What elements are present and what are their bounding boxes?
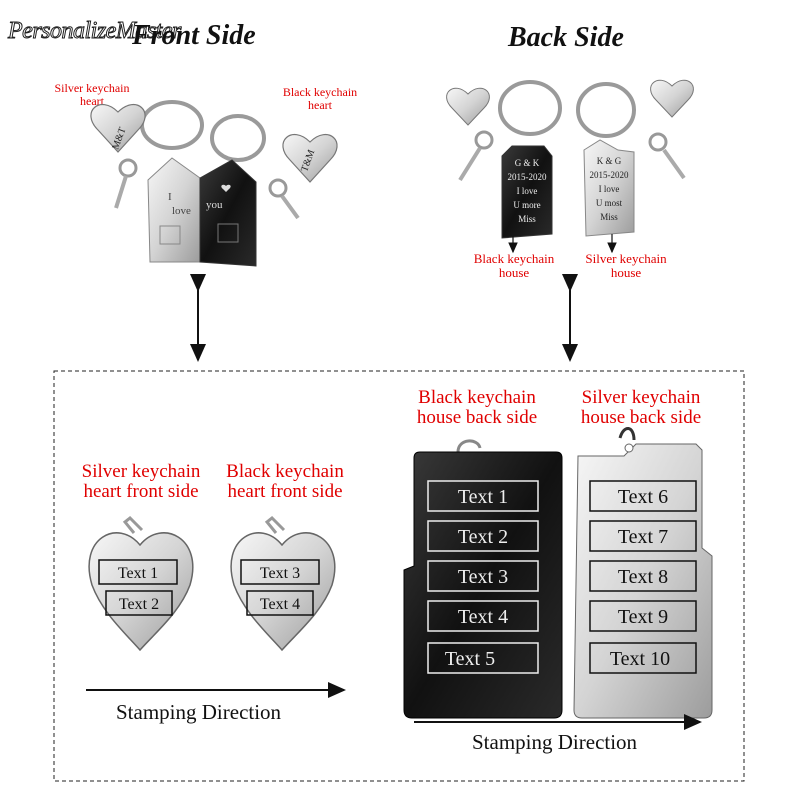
silver-heart-text-2: Text 2 xyxy=(119,596,159,613)
black-house-text-1: Text 1 xyxy=(458,486,508,508)
silver-house-text-8: Text 8 xyxy=(618,566,668,588)
back-black-line: I love xyxy=(517,186,538,196)
silver-house-text-6: Text 6 xyxy=(618,486,668,508)
back-photo: G & K 2015-2020 I love U more Miss K & G… xyxy=(446,79,694,254)
front-side-title: Front Side xyxy=(132,20,256,51)
black-heart-diagram: Text 3 Text 4 xyxy=(230,515,336,652)
silver-heart-diagram: Text 1 Text 2 xyxy=(88,515,194,652)
label-black-house-back-side: Black keychain house back side xyxy=(416,387,538,428)
black-heart-text-box-3 xyxy=(240,559,320,585)
watermark: PersonalizeMaster xyxy=(8,18,182,45)
label-black-keychain-heart: Black keychain heart xyxy=(282,85,358,112)
diagram-dashed-box xyxy=(53,370,745,782)
silver-heart-text-1: Text 1 xyxy=(118,565,158,582)
back-silver-line: 2015-2020 xyxy=(590,170,629,180)
label-silver-heart-front-side: Silver keychain heart front side xyxy=(81,461,201,502)
back-black-engraving: G & K 2015-2020 I love U more Miss xyxy=(508,158,547,224)
back-black-line: U more xyxy=(513,200,540,210)
back-silver-line: K & G xyxy=(597,156,622,166)
silver-house-diagram: Text 6 Text 7 Text 8 Text 9 Text 10 xyxy=(573,427,713,719)
silver-house-text-box-6 xyxy=(589,480,697,512)
label-silver-keychain-house: Silver keychain house xyxy=(585,251,667,280)
front-house-silver-text-1: I xyxy=(168,191,172,203)
black-house-text-box-3 xyxy=(427,560,539,592)
black-house-text-box-2 xyxy=(427,520,539,552)
back-black-line: Miss xyxy=(518,214,536,224)
black-house-text-5: Text 5 xyxy=(445,648,495,670)
label-black-heart-front-side: Black keychain heart front side xyxy=(226,461,344,502)
silver-house-text-box-7 xyxy=(589,520,697,552)
black-heart-text-4: Text 4 xyxy=(260,596,300,613)
stamping-direction-right: Stamping Direction xyxy=(472,730,638,754)
black-house-text-2: Text 2 xyxy=(458,526,508,548)
black-house-text-4: Text 4 xyxy=(458,606,508,628)
back-black-line: G & K xyxy=(515,158,540,168)
front-house-silver-text-2: love xyxy=(172,205,191,217)
silver-house-text-9: Text 9 xyxy=(618,606,668,628)
back-black-line: 2015-2020 xyxy=(508,172,547,182)
front-house-black-text: you xyxy=(206,199,223,211)
back-side-title: Back Side xyxy=(508,22,624,53)
back-silver-line: Miss xyxy=(600,212,618,222)
black-house-text-box-4 xyxy=(427,600,539,632)
connector-arrows xyxy=(190,274,578,362)
stamping-direction-left: Stamping Direction xyxy=(116,700,282,724)
silver-house-text-box-10 xyxy=(589,642,697,674)
black-house-text-box-5 xyxy=(427,642,539,674)
silver-house-text-7: Text 7 xyxy=(618,526,668,548)
label-silver-keychain-heart: Silver keychain heart xyxy=(54,81,130,108)
back-silver-line: U most xyxy=(596,198,623,208)
silver-heart-text-box-1 xyxy=(98,559,178,585)
silver-house-text-10: Text 10 xyxy=(610,648,670,670)
label-black-keychain-house: Black keychain house xyxy=(473,251,555,280)
black-heart-text-3: Text 3 xyxy=(260,565,300,582)
back-silver-line: I love xyxy=(599,184,620,194)
black-heart-text-box-4 xyxy=(246,590,314,616)
back-silver-engraving: K & G 2015-2020 I love U most Miss xyxy=(590,156,629,222)
silver-house-text-box-8 xyxy=(589,560,697,592)
black-house-text-box-1 xyxy=(427,480,539,512)
front-photo: M&T T&M I love you xyxy=(90,100,338,267)
black-house-text-3: Text 3 xyxy=(458,566,508,588)
black-house-diagram: Text 1 Text 2 Text 3 Text 4 Text 5 xyxy=(403,439,563,719)
label-silver-house-back-side: Silver keychain house back side xyxy=(580,387,702,428)
silver-house-text-box-9 xyxy=(589,600,697,632)
silver-heart-text-box-2 xyxy=(105,590,173,616)
